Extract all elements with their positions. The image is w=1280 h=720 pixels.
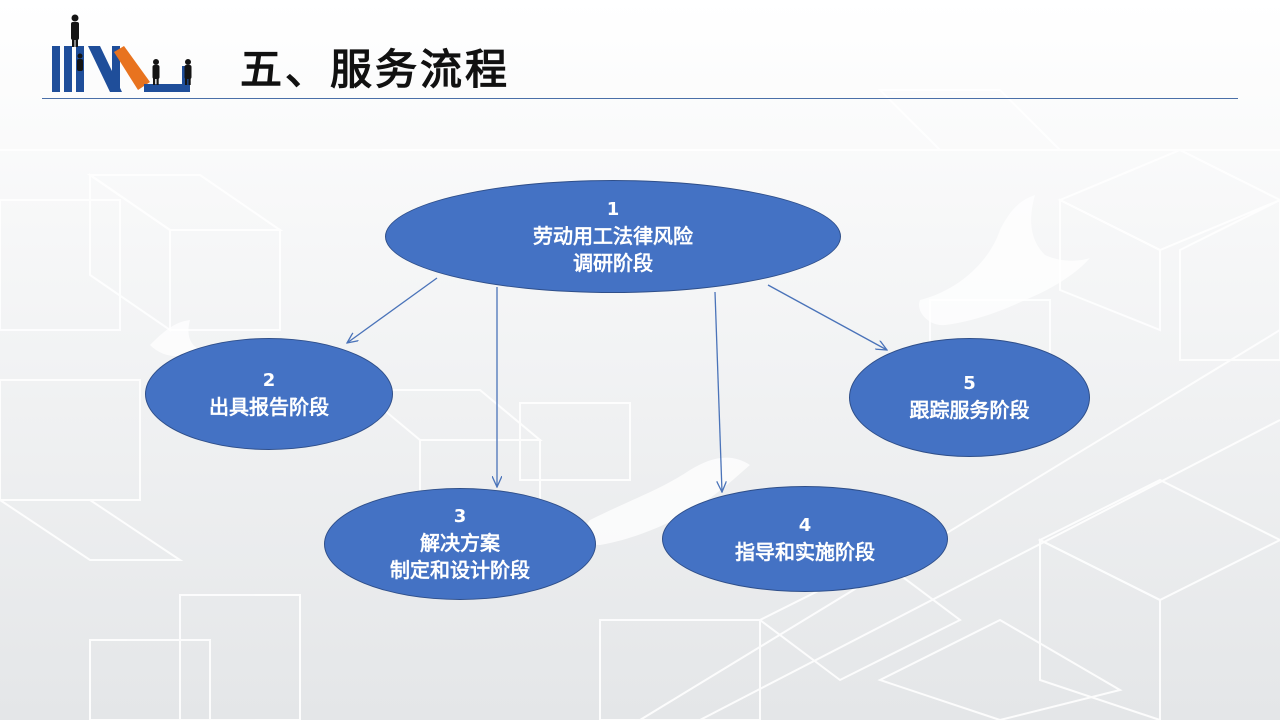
stage-5-label-line-1: 跟踪服务阶段 [909,398,1030,422]
stage-4-node: 4 指导和实施阶段 [662,486,948,592]
stage-3-label-line-2: 制定和设计阶段 [390,558,530,582]
stage-3-number: 3 [453,506,467,527]
stage-3-label-line-1: 解决方案 [420,531,500,555]
stage-2-number: 2 [262,369,276,391]
stage-1-label-line-2: 调研阶段 [573,250,653,275]
stage-1-label-line-1: 劳动用工法律风险 [533,223,693,248]
title-underline [42,98,1238,99]
arrow-1-to-2 [347,277,438,343]
arrow-1-to-5 [767,284,887,350]
stage-2-node: 2 出具报告阶段 [145,338,393,450]
company-logo [52,14,192,92]
stage-4-number: 4 [798,514,812,536]
arrow-1-to-4 [714,291,722,492]
stage-5-number: 5 [963,373,976,394]
page-title: 五、服务流程 [240,45,511,94]
stage-3-node: 3 解决方案 制定和设计阶段 [324,488,596,600]
stage-2-label-line-1: 出具报告阶段 [209,394,329,419]
stage-4-label-line-1: 指导和实施阶段 [735,539,875,564]
stage-1-node: 1 劳动用工法律风险 调研阶段 [385,180,841,293]
stage-1-number: 1 [606,198,620,220]
stage-5-node: 5 跟踪服务阶段 [849,338,1090,457]
